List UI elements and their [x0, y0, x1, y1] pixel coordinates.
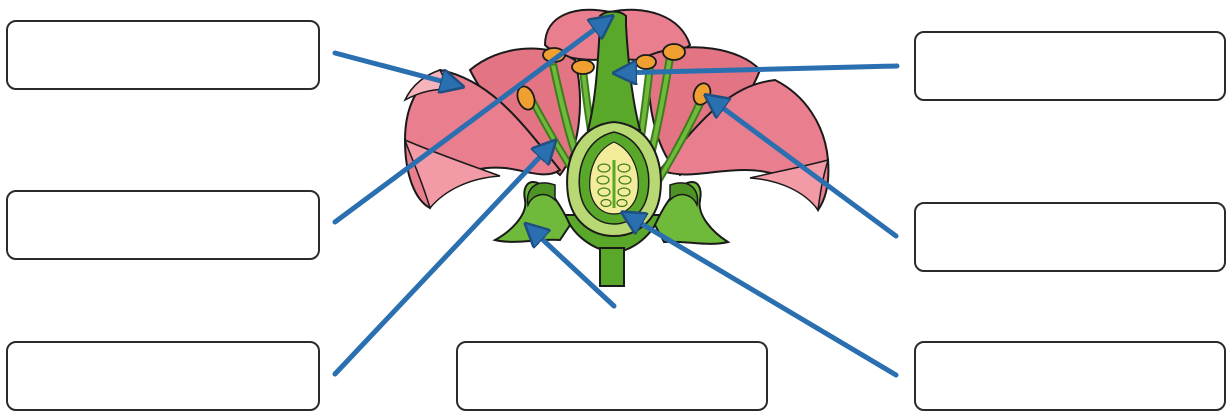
ovule [597, 176, 609, 184]
anther-4 [636, 55, 656, 69]
label-box-style[interactable] [914, 31, 1226, 101]
ovule [618, 164, 630, 172]
ovule [601, 200, 611, 207]
ovule [598, 188, 610, 196]
label-box-sepal[interactable] [456, 341, 768, 411]
ovules [597, 160, 631, 208]
label-box-filament[interactable] [6, 341, 320, 411]
anther-3 [572, 60, 594, 74]
ovule [617, 200, 627, 207]
label-box-stigma[interactable] [6, 190, 320, 260]
ovule [618, 188, 630, 196]
label-box-ovary[interactable] [914, 341, 1226, 411]
label-box-anther[interactable] [914, 202, 1226, 272]
ovule [619, 176, 631, 184]
stem [600, 248, 624, 286]
flower-illustration [405, 10, 828, 286]
ovule [598, 164, 610, 172]
anther-5 [663, 44, 685, 60]
label-box-petal[interactable] [6, 20, 320, 90]
